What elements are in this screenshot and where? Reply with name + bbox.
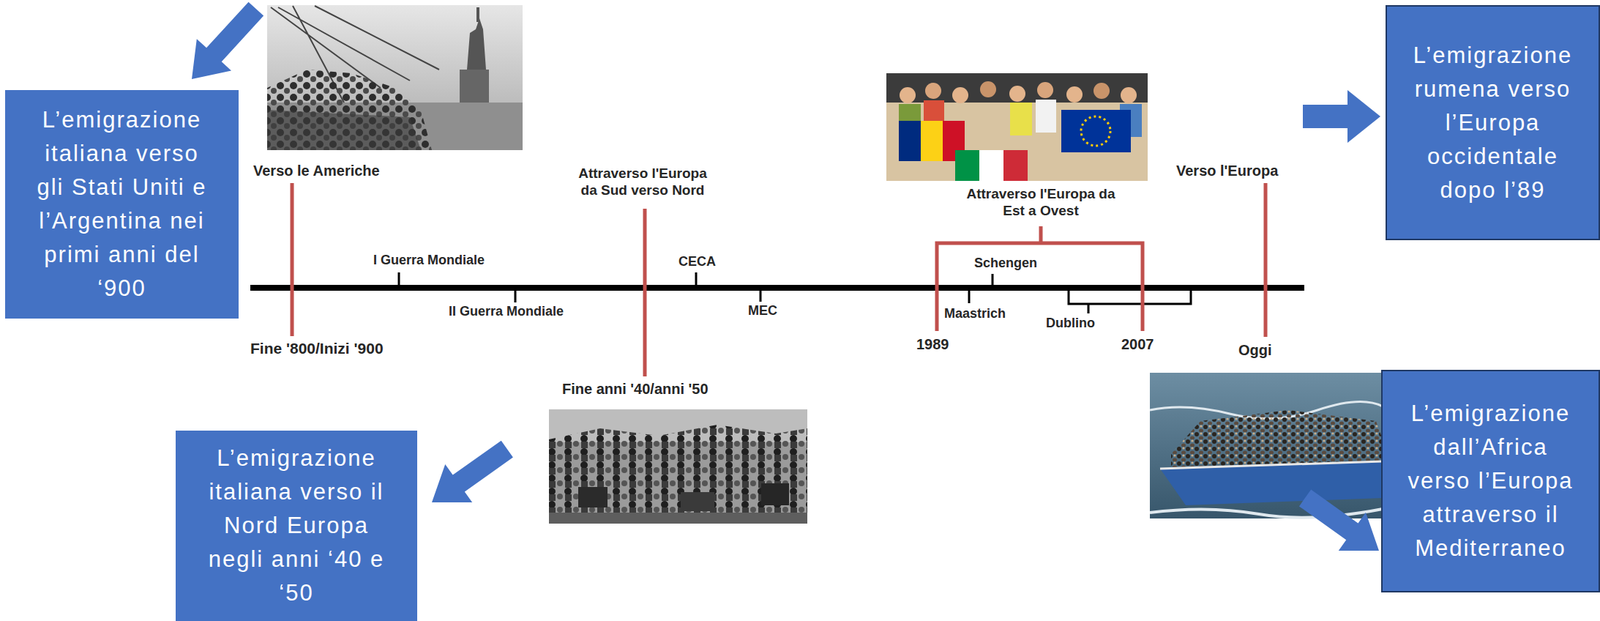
photo-ground bbox=[548, 409, 808, 524]
tick bbox=[759, 287, 762, 302]
timeline-label: Oggi bbox=[1238, 341, 1273, 359]
eu-flag bbox=[1061, 109, 1131, 153]
crowd bbox=[548, 424, 808, 524]
shirt bbox=[1035, 99, 1057, 133]
crowd-shadow bbox=[267, 109, 421, 151]
block-arrow-shape bbox=[174, 0, 274, 96]
tick bbox=[991, 273, 994, 288]
callout-text: L’emigrazione dall’Africa verso l’Europa… bbox=[1404, 396, 1577, 566]
period-marker bbox=[643, 208, 648, 377]
eu-stars bbox=[1081, 116, 1111, 146]
timeline-label: Maastrich bbox=[944, 305, 1006, 323]
suitcase bbox=[680, 491, 715, 511]
photo-ellis-island bbox=[267, 5, 523, 151]
photo-ground bbox=[886, 73, 1148, 181]
tick bbox=[968, 287, 971, 304]
torch bbox=[476, 7, 480, 22]
boat-hull bbox=[1160, 461, 1383, 506]
crowd bbox=[1171, 409, 1383, 469]
callout-box: L’emigrazione italiana verso il Nord Eur… bbox=[175, 430, 418, 621]
tick bbox=[695, 272, 698, 288]
tick bbox=[398, 272, 401, 288]
timeline-label: Attraverso l'Europa da Sud verso Nord bbox=[571, 165, 715, 200]
block-arrow bbox=[1291, 478, 1393, 570]
block-arrow bbox=[418, 429, 522, 522]
timeline-label: Fine '800/Inizi '900 bbox=[250, 338, 384, 358]
photo-flags-group bbox=[886, 73, 1148, 181]
photo-emigrants-station bbox=[548, 409, 808, 524]
suitcase bbox=[761, 483, 790, 506]
block-arrow-shape bbox=[1302, 90, 1381, 143]
flag-stripe bbox=[979, 150, 1004, 181]
photo-migrant-boat bbox=[1149, 372, 1383, 519]
head bbox=[980, 81, 997, 98]
pedestal bbox=[459, 69, 489, 103]
flag-stripe bbox=[1003, 150, 1028, 181]
timeline-label: 1989 bbox=[916, 335, 950, 353]
ground bbox=[548, 512, 808, 524]
head bbox=[1037, 81, 1054, 99]
timeline-label: II Guerra Mondiale bbox=[448, 303, 564, 320]
tick bbox=[514, 287, 517, 303]
photo-ground bbox=[267, 5, 523, 151]
timeline-axis bbox=[250, 284, 1305, 291]
callout-box: L’emigrazione italiana verso gli Stati U… bbox=[5, 90, 239, 319]
timeline-label: Fine anni '40/anni '50 bbox=[562, 379, 709, 398]
callout-text: L’emigrazione italiana verso gli Stati U… bbox=[32, 103, 212, 306]
statue bbox=[466, 18, 487, 70]
block-arrow-shape bbox=[1291, 478, 1393, 570]
head bbox=[1066, 86, 1083, 103]
flag-stripe bbox=[898, 120, 921, 162]
boat-rim bbox=[1160, 461, 1383, 469]
head bbox=[925, 82, 942, 99]
head bbox=[952, 87, 969, 104]
block-arrow bbox=[1302, 90, 1381, 143]
timeline-label: I Guerra Mondiale bbox=[373, 252, 485, 269]
timeline-label: MEC bbox=[748, 303, 778, 320]
period-marker bbox=[290, 182, 295, 336]
timeline-label: Verso l'Europa bbox=[1176, 161, 1278, 180]
suitcase bbox=[578, 486, 608, 508]
timeline-label: Dublino bbox=[1045, 315, 1095, 332]
backdrop bbox=[886, 73, 1148, 103]
timeline-label: 2007 bbox=[1121, 335, 1155, 353]
timeline-label: CECA bbox=[678, 253, 716, 271]
head bbox=[1009, 85, 1026, 102]
timeline-label: Attraverso l'Europa da Est a Ovest bbox=[960, 185, 1122, 220]
shirt bbox=[1010, 102, 1033, 136]
flag-stripe bbox=[955, 150, 980, 181]
timeline-label: Schengen bbox=[974, 255, 1038, 272]
callout-text: L’emigrazione rumena verso l’Europa occi… bbox=[1401, 38, 1584, 208]
head bbox=[899, 87, 916, 104]
period-marker bbox=[1264, 182, 1268, 337]
timeline bbox=[250, 182, 1305, 377]
dublin-bracket bbox=[1068, 290, 1191, 314]
sea bbox=[1149, 372, 1383, 519]
flag-stripe bbox=[920, 120, 943, 162]
crowd bbox=[267, 69, 432, 151]
callout-text: L’emigrazione italiana verso il Nord Eur… bbox=[204, 441, 388, 610]
period-bracket bbox=[936, 226, 1143, 331]
block-arrow-shape bbox=[418, 429, 522, 522]
callout-box: L’emigrazione rumena verso l’Europa occi… bbox=[1385, 5, 1600, 241]
timeline-label: Verso le Americhe bbox=[253, 161, 380, 180]
block-arrow bbox=[174, 0, 274, 96]
head bbox=[1093, 82, 1110, 99]
callout-box: L’emigrazione dall’Africa verso l’Europa… bbox=[1381, 369, 1600, 593]
head bbox=[1120, 87, 1137, 104]
